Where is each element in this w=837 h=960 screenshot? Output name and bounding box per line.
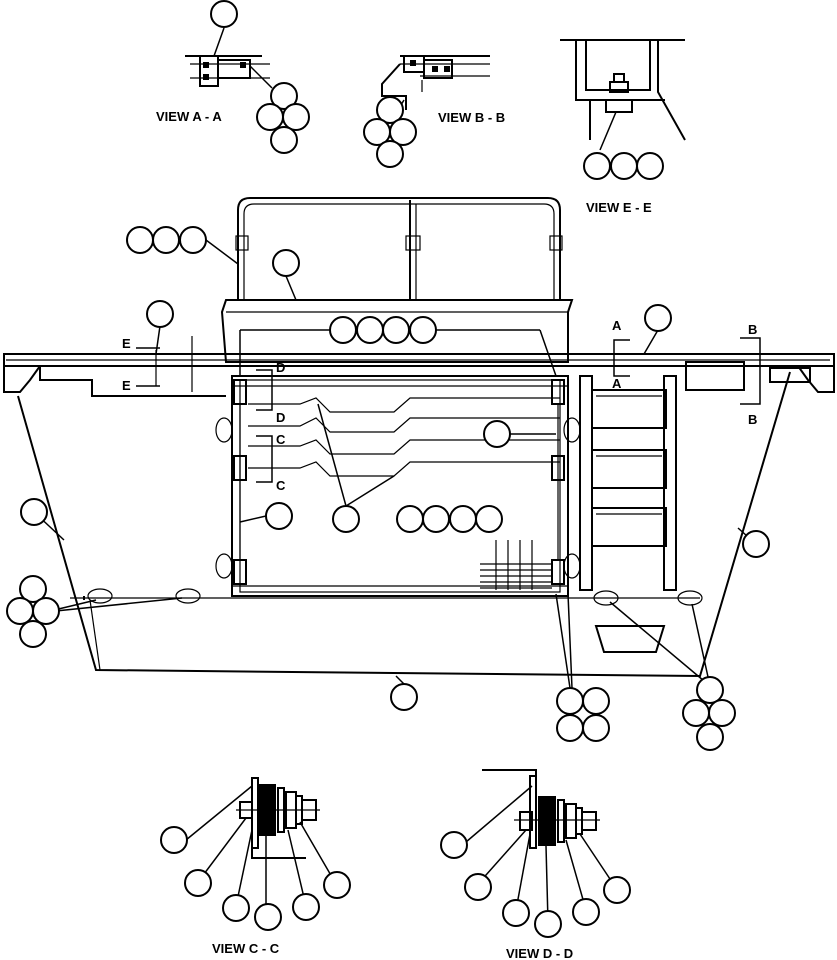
callout-main-8 [409,316,437,344]
callout-a-4 [282,103,310,131]
callout-main-4 [272,249,300,277]
callout-b-1 [376,96,404,124]
view-b-detail [381,55,490,121]
callout-d-3 [502,899,530,927]
callout-main-23 [19,620,47,648]
callout-e-2 [610,152,638,180]
callout-e-1 [583,152,611,180]
view-d-detail [465,769,617,923]
view-e-detail [560,39,686,151]
callout-main-18 [20,498,48,526]
main-assembly [3,197,835,678]
callout-c-4 [254,903,282,931]
callout-c-1 [160,826,188,854]
callout-d-6 [603,876,631,904]
callout-main-25 [556,687,584,715]
callout-main-30 [682,699,710,727]
callout-main-14 [396,505,424,533]
view-b-label: VIEW B - B [438,110,505,125]
callout-main-9 [146,300,174,328]
callout-a-5 [270,126,298,154]
callout-main-24 [390,683,418,711]
callout-c-6 [323,871,351,899]
callout-main-22 [32,597,60,625]
view-a-label: VIEW A - A [156,109,222,124]
callout-main-16 [449,505,477,533]
callout-main-31 [708,699,736,727]
section-c-lower: C [276,478,286,493]
section-e-upper: E [122,336,131,351]
section-e-lower: E [122,378,131,393]
section-a-upper: A [612,318,622,333]
callout-main-5 [329,316,357,344]
callout-e-3 [636,152,664,180]
callout-main-6 [356,316,384,344]
section-b-upper: B [748,322,757,337]
callout-c-2 [184,869,212,897]
callout-main-1 [126,226,154,254]
callout-d-5 [572,898,600,926]
section-d-lower: D [276,410,285,425]
callout-c-3 [222,894,250,922]
callout-main-29 [696,676,724,704]
section-b-lower: B [748,412,757,427]
view-a-detail [185,27,273,89]
callout-main-26 [582,687,610,715]
view-d-label: VIEW D - D [506,946,573,960]
callout-a-2 [270,82,298,110]
callout-main-20 [19,575,47,603]
callout-main-2 [152,226,180,254]
callout-main-10 [644,304,672,332]
callout-main-28 [582,714,610,742]
section-c-upper: C [276,432,286,447]
view-e-label: VIEW E - E [586,200,652,215]
callout-b-4 [376,140,404,168]
callout-d-2 [464,873,492,901]
callout-main-21 [6,597,34,625]
callout-a-1 [210,0,238,28]
callout-main-19 [742,530,770,558]
callout-c-5 [292,893,320,921]
callout-main-32 [696,723,724,751]
callout-main-3 [179,226,207,254]
view-c-label: VIEW C - C [212,941,280,956]
section-d-upper: D [276,360,285,375]
section-a-lower: A [612,376,622,391]
callout-main-12 [265,502,293,530]
main-leaders [33,239,757,689]
callout-main-17 [475,505,503,533]
callout-d-1 [440,831,468,859]
callout-main-27 [556,714,584,742]
callout-main-15 [422,505,450,533]
callout-main-7 [382,316,410,344]
callout-b-3 [389,118,417,146]
callout-a-3 [256,103,284,131]
callout-main-11 [483,420,511,448]
callout-d-4 [534,910,562,938]
callout-main-13 [332,505,360,533]
